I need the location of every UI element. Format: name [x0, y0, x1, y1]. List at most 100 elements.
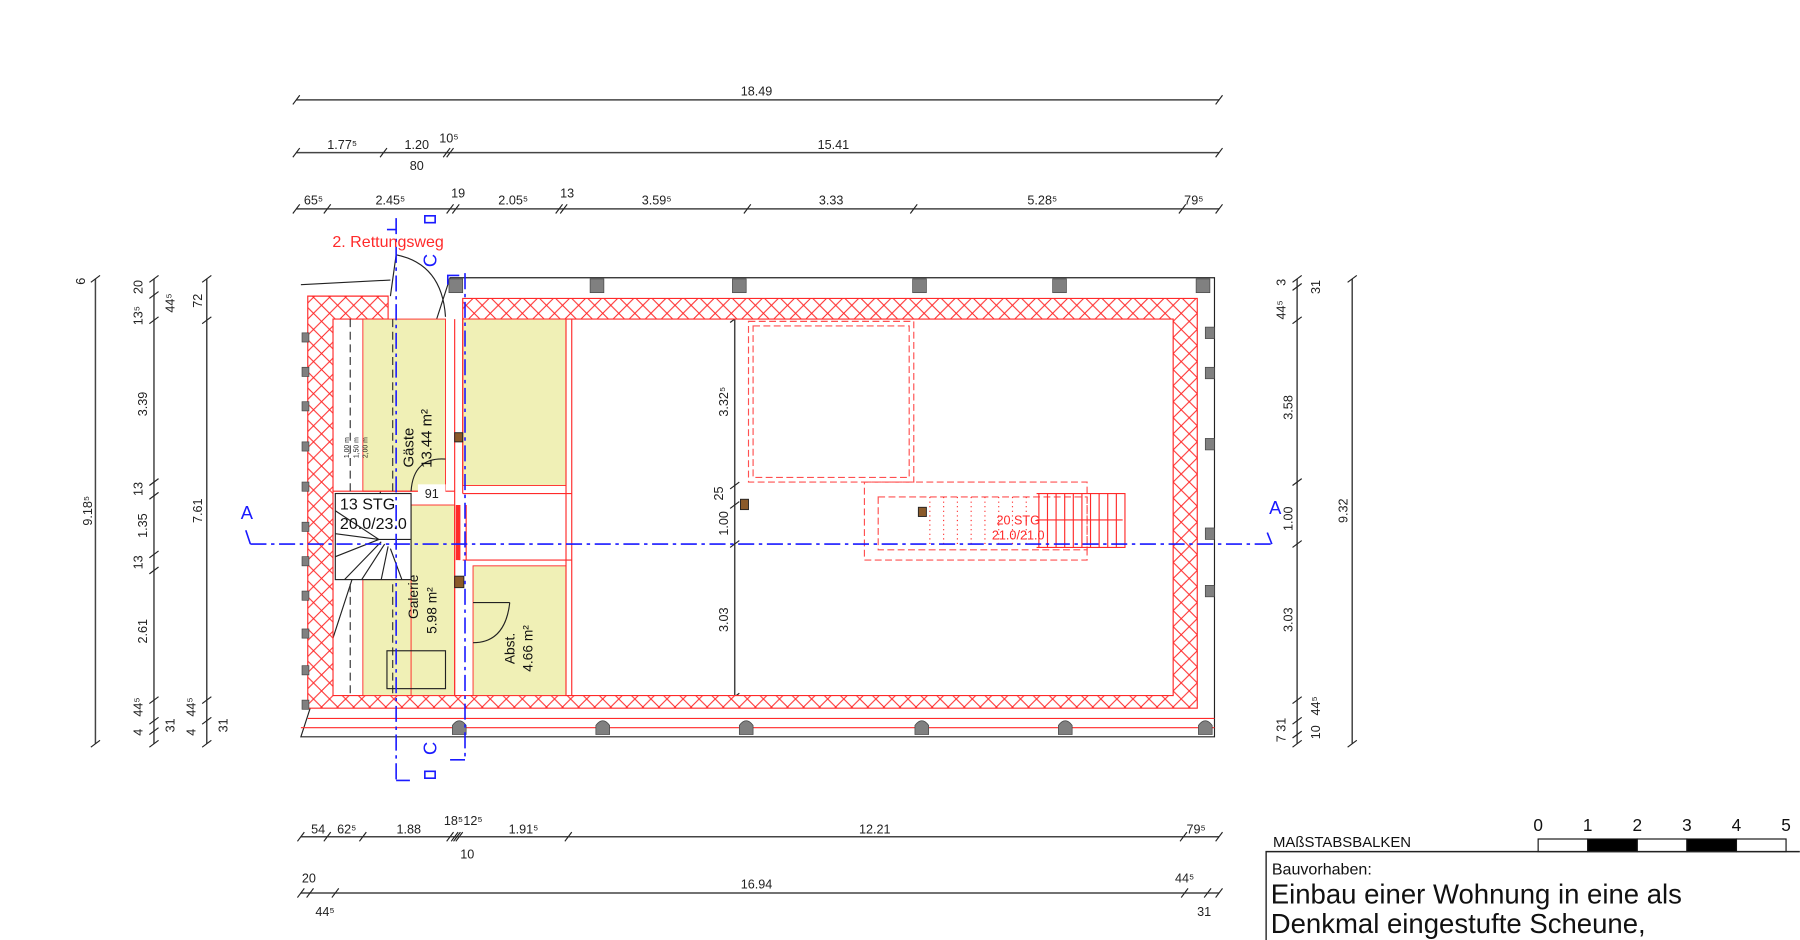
dimension-tick	[149, 739, 159, 748]
post	[452, 720, 467, 735]
post	[1195, 278, 1211, 294]
building	[300, 254, 1216, 738]
dimension-tick	[323, 203, 332, 214]
dim-label: 7 31	[1275, 718, 1289, 743]
dimension-tick	[201, 274, 212, 283]
dimension-tick	[729, 481, 740, 490]
post	[1198, 720, 1213, 735]
section-a-label: A	[1269, 497, 1282, 518]
room-gaeste-east	[462, 318, 567, 486]
dimension-tick	[446, 831, 454, 842]
dimension-tick	[743, 203, 752, 214]
dimension-tick	[1215, 831, 1223, 842]
dim-label: 18⁵	[444, 814, 463, 828]
dimension-tick	[1292, 316, 1303, 325]
dimension-tick	[149, 716, 159, 725]
dimension-tick	[1180, 888, 1189, 898]
dimension-tick	[90, 274, 101, 283]
dimension-tick	[1292, 540, 1303, 548]
post	[301, 628, 310, 639]
dim-label: 72	[191, 294, 205, 308]
post	[301, 521, 310, 532]
beam	[917, 506, 927, 517]
dimension-tick	[1178, 203, 1187, 214]
project-label: Bauvorhaben:	[1272, 861, 1372, 879]
project-title-line2: Denkmal eingestufte Scheune,	[1271, 908, 1646, 939]
dimension-tick	[729, 540, 740, 548]
dim-label: 19	[451, 186, 465, 200]
post	[301, 699, 310, 710]
dim-label: 4	[184, 729, 198, 736]
post	[1204, 366, 1215, 380]
new-stair-count: 20 STG	[996, 514, 1039, 528]
section-arrow-a	[245, 530, 1273, 545]
dim-label: 18.49	[741, 84, 773, 98]
new-stair-treads	[929, 492, 1126, 549]
dimension-tick	[1292, 696, 1303, 705]
dim-label: 2.05⁵	[498, 193, 528, 207]
dim-label: 44⁵	[1275, 300, 1289, 319]
dimension-tick	[149, 491, 159, 500]
dimension-tick	[1203, 888, 1212, 898]
dim-label: 79⁵	[1184, 193, 1203, 207]
dimension-tick	[1292, 478, 1303, 486]
dimension-tick	[292, 203, 301, 214]
skylight-opening-inner	[752, 325, 910, 479]
post	[301, 556, 310, 567]
post	[595, 720, 610, 735]
post	[301, 481, 310, 492]
toilet-fixture	[386, 650, 447, 690]
room-gaeste	[362, 318, 446, 492]
dim-label: 1.88	[396, 822, 421, 836]
post	[448, 278, 464, 294]
scale-bar-label: MAßSTABSBALKEN	[1273, 834, 1411, 851]
dim-label: 13⁵	[131, 306, 145, 325]
dimension-tick	[379, 147, 388, 158]
scale-bar-segment	[1735, 838, 1787, 853]
post	[301, 665, 310, 676]
dimension-tick	[555, 203, 564, 214]
dimension-tick	[1215, 888, 1223, 898]
dimension-tick	[201, 316, 212, 325]
post	[1204, 527, 1215, 540]
dimension-tick	[149, 727, 159, 736]
dimension-tick	[1215, 94, 1223, 105]
dim-label: 25	[712, 487, 726, 501]
annotations: 2. Rettungsweg A A C C 13 STG 20.0/23.0 …	[241, 233, 1282, 755]
top-dimensions: 18.49 1.77⁵ 1.20 80 10⁵ 15.41 65⁵ 2.45⁵ …	[304, 84, 1204, 207]
dim-label: 31	[216, 718, 230, 732]
dim-label: 1.20	[405, 138, 430, 152]
stair-ratio: 20.0/23.0	[340, 515, 407, 533]
dim-label: 16.94	[741, 877, 773, 891]
new-stair-ratio: 21.0/21.0	[992, 528, 1045, 542]
post	[1058, 720, 1073, 735]
existing-stair	[334, 492, 412, 581]
door-swing	[389, 254, 511, 644]
dimension-tick	[201, 739, 212, 748]
dim-label: 1.00	[717, 511, 731, 536]
room-name: Abst.	[502, 633, 517, 664]
outer-outline	[300, 277, 1216, 738]
dim-label: 13	[131, 482, 145, 496]
dim-label: 54	[311, 822, 325, 836]
room-abst	[472, 565, 567, 696]
dimension-tick	[455, 831, 464, 842]
dim-label: 2.45⁵	[376, 193, 406, 207]
dim-label: 80	[410, 159, 424, 173]
scale-bar-segment	[1636, 838, 1688, 853]
dimension-tick	[1292, 739, 1303, 748]
scale-bar-tick-label: 5	[1781, 815, 1791, 835]
dim-label: 2.61	[136, 619, 150, 644]
section-a-label: A	[241, 502, 254, 523]
dimension-tick	[306, 888, 314, 898]
dim-label: 3.59⁵	[642, 193, 672, 207]
dim-label: 3.03	[717, 608, 731, 633]
dimension-tick	[453, 831, 461, 842]
dim-label: 31	[164, 718, 178, 732]
post	[912, 278, 927, 294]
post	[1204, 438, 1215, 451]
new-stair-inner	[877, 496, 1088, 551]
dim-label: 3.32⁵	[717, 387, 731, 417]
dimension-tick	[292, 147, 301, 158]
